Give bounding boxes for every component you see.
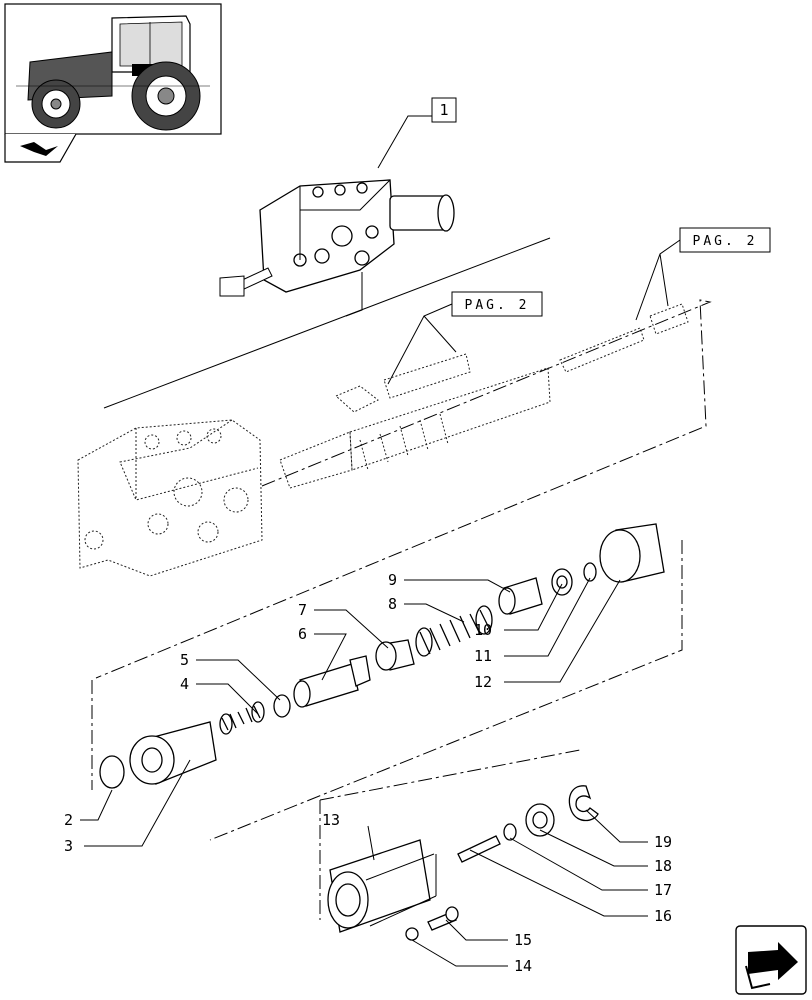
callout-6: 6 <box>298 625 307 643</box>
part-11-snap-ring <box>583 562 597 582</box>
part-3-end-cap <box>129 721 217 785</box>
page-ref-upper[interactable]: PAG. 2 <box>679 227 771 253</box>
callout-18: 18 <box>654 857 672 875</box>
spool-ghost <box>279 303 689 489</box>
svg-text:PAG. 2: PAG. 2 <box>465 298 530 313</box>
callout-16: 16 <box>654 907 672 925</box>
part-17-ring <box>503 823 517 841</box>
callout-13: 13 <box>322 811 340 829</box>
callout-14: 14 <box>514 957 532 975</box>
callout-3: 3 <box>64 837 73 855</box>
callout-8: 8 <box>388 595 397 613</box>
callout-2: 2 <box>64 811 73 829</box>
svg-text:PAG. 2: PAG. 2 <box>693 234 758 249</box>
part-2-o-ring <box>99 755 125 789</box>
valve-section-assembly <box>219 179 455 297</box>
part-19-clip <box>568 785 599 822</box>
callout-9: 9 <box>388 571 397 589</box>
section-book-icon[interactable] <box>4 133 77 163</box>
part-14-washer <box>405 927 419 941</box>
callout-19: 19 <box>654 833 672 851</box>
part-10-washer <box>551 568 573 596</box>
part-4-spring <box>219 701 265 735</box>
tractor-thumbnail-icon[interactable] <box>4 3 222 135</box>
callout-11: 11 <box>474 647 492 665</box>
callout-17: 17 <box>654 881 672 899</box>
callout-5: 5 <box>180 651 189 669</box>
next-page-arrow-icon[interactable] <box>735 925 807 995</box>
part-13-housing <box>327 839 437 933</box>
callout-15: 15 <box>514 931 532 949</box>
part-18-cup <box>525 803 555 837</box>
part-5-ring <box>273 694 291 718</box>
part-12-sleeve <box>599 523 665 583</box>
assembly-ref-box <box>431 97 457 123</box>
part-6-plunger <box>293 655 371 708</box>
callout-4: 4 <box>180 675 189 693</box>
part-7-bushing <box>375 639 415 671</box>
valve-body-ghost <box>77 419 263 577</box>
callout-7: 7 <box>298 601 307 619</box>
part-8-spring <box>415 605 493 657</box>
callout-10: 10 <box>474 621 492 639</box>
page-ref-lower[interactable]: PAG. 2 <box>451 291 543 317</box>
callout-12: 12 <box>474 673 492 691</box>
part-16-pin <box>457 835 501 863</box>
assembly-ref-number: 1 <box>439 101 448 119</box>
part-15-screw <box>427 906 459 931</box>
part-9-seat <box>498 577 543 615</box>
